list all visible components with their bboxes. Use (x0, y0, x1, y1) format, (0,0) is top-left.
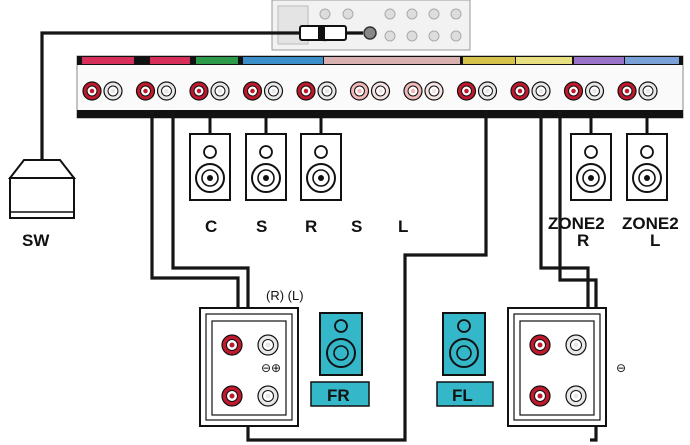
speaker-terminal-icon (565, 385, 587, 407)
subwoofer-cable (40, 31, 363, 160)
speaker-terminal-icon (296, 81, 316, 101)
speaker-terminal-icon (317, 81, 337, 101)
speaker-terminal-icon (257, 334, 279, 356)
label-s2: S (351, 217, 362, 236)
speaker-icon (189, 133, 231, 201)
zone-speaker-wires (208, 118, 649, 134)
label-sw: SW (22, 231, 50, 250)
speaker-terminal-icon (510, 81, 530, 101)
speaker-terminal-icon (103, 81, 123, 101)
speaker-terminal-panel (76, 55, 684, 119)
speaker-terminal-icon (529, 334, 551, 356)
label-zone2-r-line1: ZONE2 (548, 214, 605, 233)
speaker-icon (245, 133, 287, 201)
subwoofer-preout-panel (271, 0, 471, 51)
speaker-terminal-icon (221, 334, 243, 356)
speaker-icon (300, 133, 342, 201)
speaker-terminal-icon (403, 81, 423, 101)
channel-color-strip (82, 57, 679, 64)
speaker-terminal-icon (638, 81, 658, 101)
speaker-icon (626, 133, 668, 201)
label-fr: FR (327, 386, 350, 405)
speaker-terminal-icon (529, 385, 551, 407)
label-s1: S (256, 217, 267, 236)
speaker-terminal-icon (242, 81, 263, 101)
fl-speaker-terminal-box (507, 307, 607, 427)
speaker-terminal-icon (563, 81, 584, 101)
speaker-terminal-icon (584, 81, 605, 101)
speaker-terminal-icon (221, 385, 243, 407)
label-zone2-l-line1: ZONE2 (622, 214, 679, 233)
speaker-terminal-icon (565, 334, 587, 356)
subwoofer-icon (7, 159, 77, 219)
fl-speaker-icon (436, 312, 494, 407)
label-polarity-rl: (R) (L) (266, 288, 304, 303)
speaker-terminal-icon (210, 81, 230, 101)
speaker-terminal-icon (257, 385, 279, 407)
fr-speaker-icon (310, 312, 370, 407)
speaker-terminal-icon (477, 81, 498, 101)
label-fl: FL (452, 386, 473, 405)
front-speaker-cables (150, 110, 598, 442)
label-zone2-r-line2: R (577, 231, 589, 250)
label-polarity-minus-plus: ⊖⊕ (261, 361, 281, 375)
speaker-terminal-icon (82, 81, 102, 101)
fr-speaker-terminal-box (199, 307, 299, 427)
speaker-terminal-icon (531, 81, 551, 101)
label-l: L (398, 217, 408, 236)
speaker-terminal-icon (617, 81, 637, 101)
speaker-icon (570, 133, 612, 201)
speaker-terminal-icon (263, 81, 284, 101)
subwoofer-preout-jack (363, 26, 377, 40)
speaker-terminal-icon (135, 81, 156, 101)
speaker-terminal-icon (189, 81, 209, 101)
speaker-terminal-icon (349, 81, 370, 101)
label-polarity-minus: ⊖ (616, 361, 626, 375)
label-r: R (305, 217, 317, 236)
rca-plug-icon (299, 25, 362, 41)
speaker-terminal-icon (424, 81, 444, 101)
label-zone2-l-line2: L (650, 231, 660, 250)
speaker-terminal-icon (370, 81, 391, 101)
label-c: C (205, 217, 217, 236)
speaker-terminal-icon (156, 81, 177, 101)
speaker-terminal-icon (456, 81, 477, 101)
